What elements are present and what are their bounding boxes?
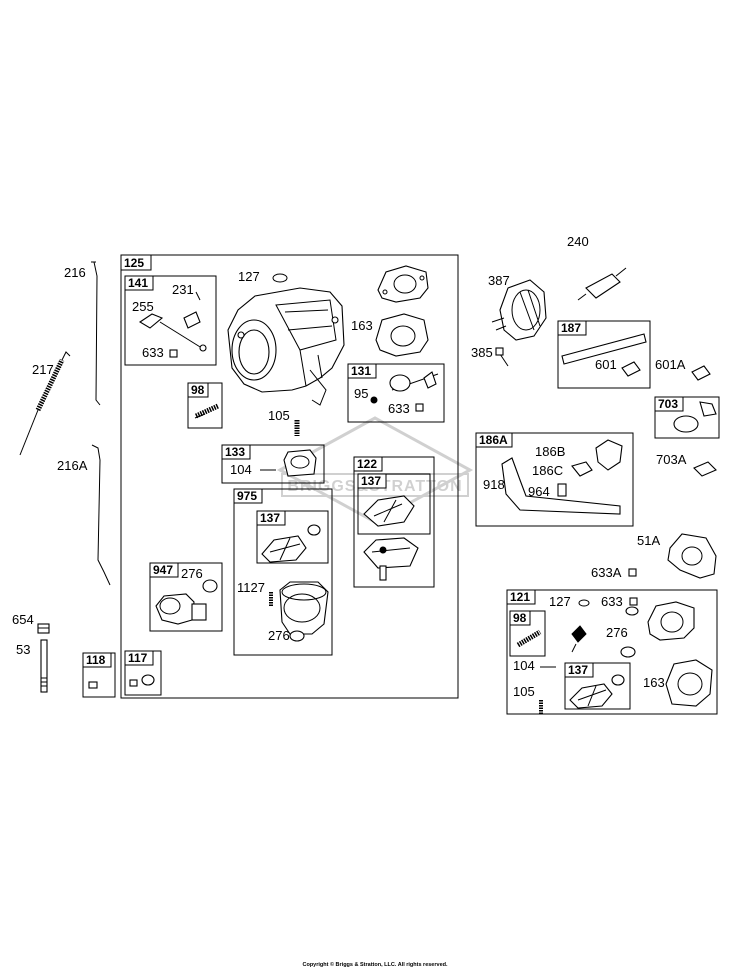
label-186C: 186C xyxy=(532,463,563,478)
kit-98-a-label: 98 xyxy=(191,383,205,397)
label-53: 53 xyxy=(16,642,30,657)
label-240: 240 xyxy=(567,234,589,249)
label-163-b: 163 xyxy=(643,675,665,690)
carburetor-assembly-125: 125 141 231 255 633 127 xyxy=(120,254,459,699)
fuel-solenoid xyxy=(155,593,207,625)
label-105-a: 105 xyxy=(268,408,290,423)
float xyxy=(283,449,317,477)
fuel-bowl-diaphragm xyxy=(363,537,419,581)
label-217: 217 xyxy=(32,362,54,377)
kit-122-label: 122 xyxy=(357,457,377,471)
kit-137-c-label: 137 xyxy=(568,663,588,677)
label-163-a: 163 xyxy=(351,318,373,333)
choke-shaft xyxy=(389,371,439,392)
stud-53 xyxy=(40,639,48,693)
governor-spring-217 xyxy=(19,351,71,456)
label-216A: 216A xyxy=(57,458,88,473)
kit-187-label: 187 xyxy=(561,321,581,335)
kit-121-label: 121 xyxy=(510,590,530,604)
label-276-c: 276 xyxy=(606,625,628,640)
carburetor-body xyxy=(227,287,345,406)
label-633-b: 633 xyxy=(388,401,410,416)
gasket-51A xyxy=(667,533,717,579)
label-654: 654 xyxy=(12,612,34,627)
label-231: 231 xyxy=(172,282,194,297)
kit-137-b-label: 137 xyxy=(260,511,280,525)
gasket-163 xyxy=(375,313,429,357)
kit-141-label: 141 xyxy=(128,276,148,290)
assembly-125-label: 125 xyxy=(124,256,144,270)
overhaul-kit-121: 121 127 633 98 276 104 137 105 163 xyxy=(506,589,718,715)
label-918: 918 xyxy=(483,477,505,492)
label-601A: 601A xyxy=(655,357,686,372)
choke-link-216A xyxy=(91,444,111,586)
label-51A: 51A xyxy=(637,533,660,548)
label-385: 385 xyxy=(471,345,493,360)
label-276-a: 276 xyxy=(181,566,203,581)
label-1127: 1127 xyxy=(237,580,265,595)
kit-703-label: 703 xyxy=(658,397,678,411)
governor-link-216 xyxy=(91,261,101,406)
clamp-kit-703: 703 xyxy=(654,396,720,439)
copyright-notice: Copyright © Briggs & Stratton, LLC. All … xyxy=(302,962,448,968)
label-633A: 633A xyxy=(591,565,622,580)
kit-117-label: 117 xyxy=(128,651,148,665)
fuel-line-kit-187: 187 601 xyxy=(557,320,651,389)
label-276-b: 276 xyxy=(268,628,290,643)
label-255: 255 xyxy=(132,299,154,314)
gasket-top xyxy=(377,265,429,303)
throttle-shaft xyxy=(138,311,207,352)
label-633-c: 633 xyxy=(601,594,623,609)
label-964: 964 xyxy=(528,484,550,499)
kit-118: 118 xyxy=(82,652,116,698)
label-127-b: 127 xyxy=(549,594,571,609)
label-186B: 186B xyxy=(535,444,565,459)
label-633-a: 633 xyxy=(142,345,164,360)
kit-118-label: 118 xyxy=(86,653,106,667)
label-387: 387 xyxy=(488,273,510,288)
kit-975-label: 975 xyxy=(237,489,257,503)
fuel-bowl xyxy=(279,581,329,635)
label-216: 216 xyxy=(64,265,86,280)
label-127-a: 127 xyxy=(238,269,260,284)
label-95: 95 xyxy=(354,386,368,401)
kit-947-label: 947 xyxy=(153,563,173,577)
kit-137-a-label: 137 xyxy=(361,474,381,488)
kit-98-b-label: 98 xyxy=(513,611,527,625)
label-104-b: 104 xyxy=(513,658,535,673)
kit-133-label: 133 xyxy=(225,445,245,459)
fuel-pump-387 xyxy=(491,279,547,341)
label-104-a: 104 xyxy=(230,462,252,477)
label-601: 601 xyxy=(595,357,617,372)
fuel-fitting-kit-186A: 186A 186B 186C 918 964 xyxy=(475,432,634,527)
label-105-b: 105 xyxy=(513,684,535,699)
label-703A: 703A xyxy=(656,452,687,467)
kit-131-label: 131 xyxy=(351,364,371,378)
kit-186A-label: 186A xyxy=(479,433,508,447)
nut-654 xyxy=(37,623,50,634)
fuel-filter-240 xyxy=(577,267,627,301)
